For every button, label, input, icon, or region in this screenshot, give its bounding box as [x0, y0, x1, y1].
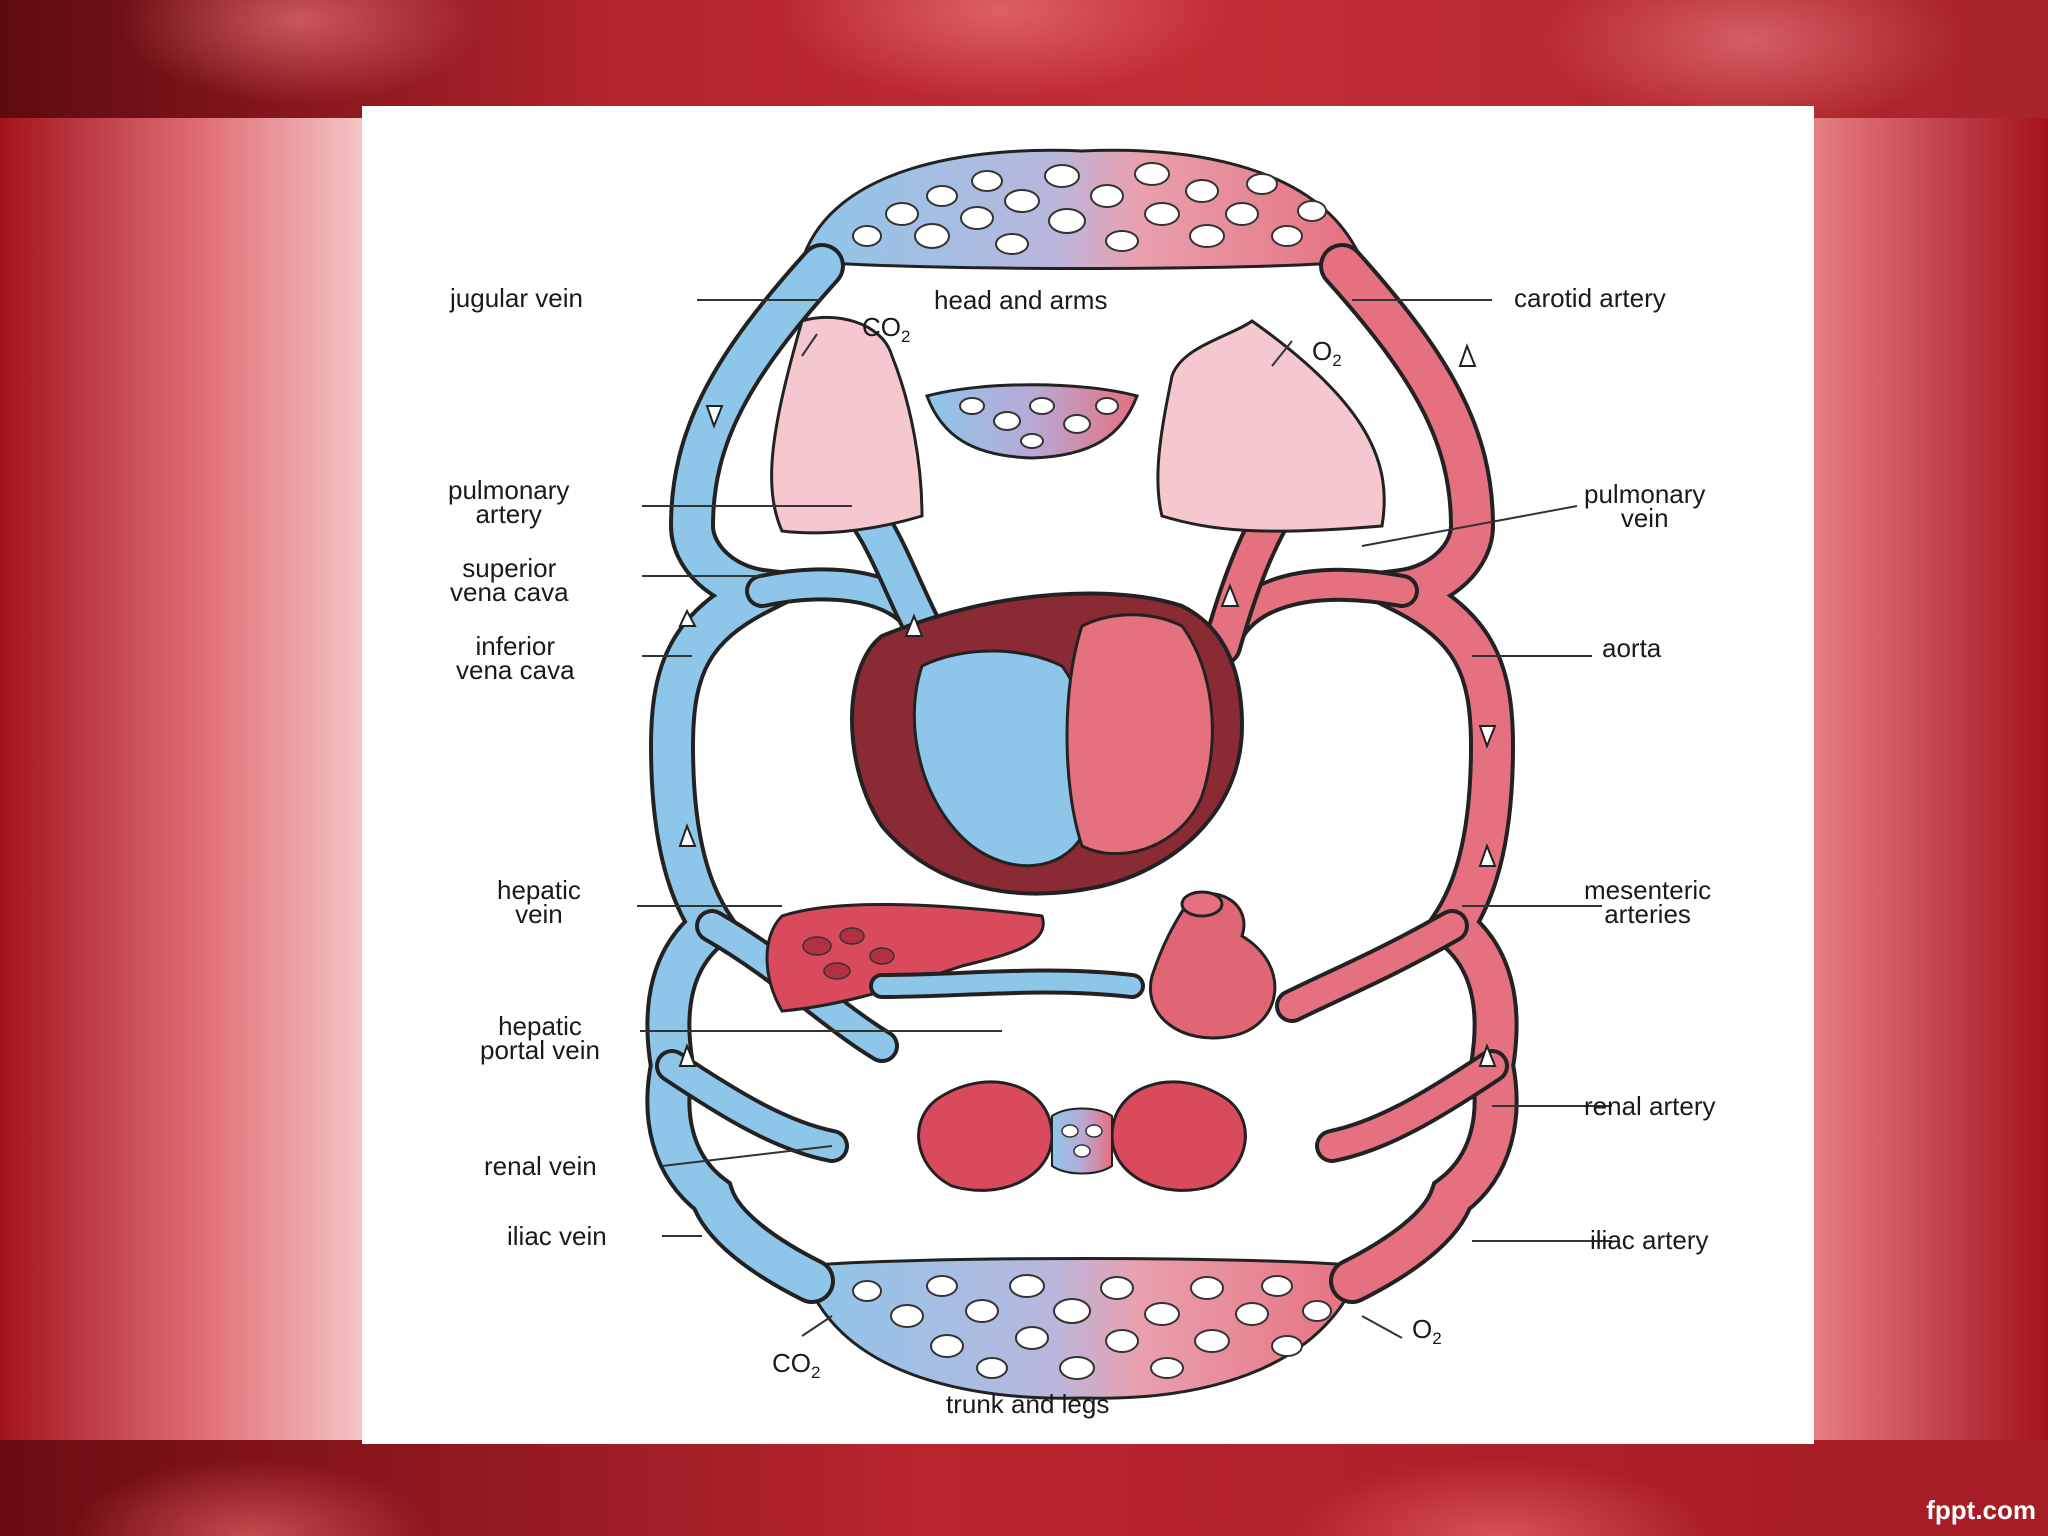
label-o2-top: O2	[1312, 336, 1342, 371]
label-renal-vein: renal vein	[484, 1151, 597, 1181]
label-renal-artery: renal artery	[1584, 1091, 1716, 1121]
background-bottom	[0, 1440, 2048, 1536]
circulatory-diagram	[637, 148, 1612, 1400]
trunk-capillary-bed	[800, 1257, 1365, 1400]
label-carotid-artery: carotid artery	[1514, 283, 1666, 313]
liver	[765, 902, 1045, 1013]
background-top	[0, 0, 2048, 120]
label-iliac-vein: iliac vein	[507, 1221, 607, 1251]
label-aorta: aorta	[1602, 633, 1662, 663]
kidneys	[917, 1080, 1247, 1192]
intestine	[1149, 890, 1277, 1040]
label-co2-top: CO2	[862, 312, 911, 347]
heart	[850, 591, 1245, 896]
diagram-panel: jugular vein head and arms carotid arter…	[362, 106, 1814, 1444]
label-co2-bottom: CO2	[772, 1348, 821, 1383]
lungs	[770, 315, 1386, 535]
label-trunk-and-legs: trunk and legs	[946, 1389, 1110, 1419]
label-o2-bottom: O2	[1412, 1314, 1442, 1349]
venous-vessels	[645, 243, 942, 1304]
leader-lines	[637, 299, 1612, 1339]
flow-arrows	[678, 343, 1497, 1067]
label-iliac-artery: iliac artery	[1590, 1225, 1709, 1255]
label-head-and-arms: head and arms	[934, 285, 1108, 315]
brand-watermark: fppt.com	[1926, 1495, 2036, 1525]
label-jugular-vein: jugular vein	[450, 283, 583, 313]
head-capillary-bed	[800, 148, 1365, 270]
